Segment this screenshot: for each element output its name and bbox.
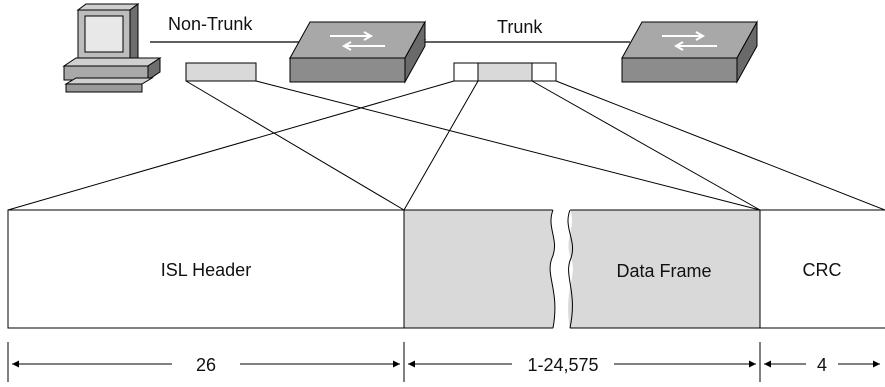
data-size-label: 1-24,575 <box>527 355 598 375</box>
trunk-frame-crc <box>531 62 557 82</box>
data-frame-label: Data Frame <box>616 261 711 281</box>
data-break-gap <box>550 209 573 329</box>
isl-header-label: ISL Header <box>161 260 251 280</box>
crc-size-label: 4 <box>817 355 827 375</box>
dimension-ticks <box>7 342 761 382</box>
non-trunk-label: Non-Trunk <box>168 14 253 34</box>
switch-left-icon <box>288 20 427 84</box>
trunk-frame-header <box>453 62 479 82</box>
data-frame-segment <box>403 209 761 329</box>
non-trunk-frame <box>185 62 257 82</box>
trunk-frame <box>453 62 557 82</box>
trunk-frame-data <box>477 62 533 82</box>
expansion-lines <box>7 80 885 211</box>
trunk-label: Trunk <box>497 17 543 37</box>
pc-icon <box>62 3 162 93</box>
isl-header-segment <box>7 209 405 329</box>
header-size-label: 26 <box>196 355 216 375</box>
crc-label: CRC <box>803 260 842 280</box>
switch-right-icon <box>621 20 758 84</box>
